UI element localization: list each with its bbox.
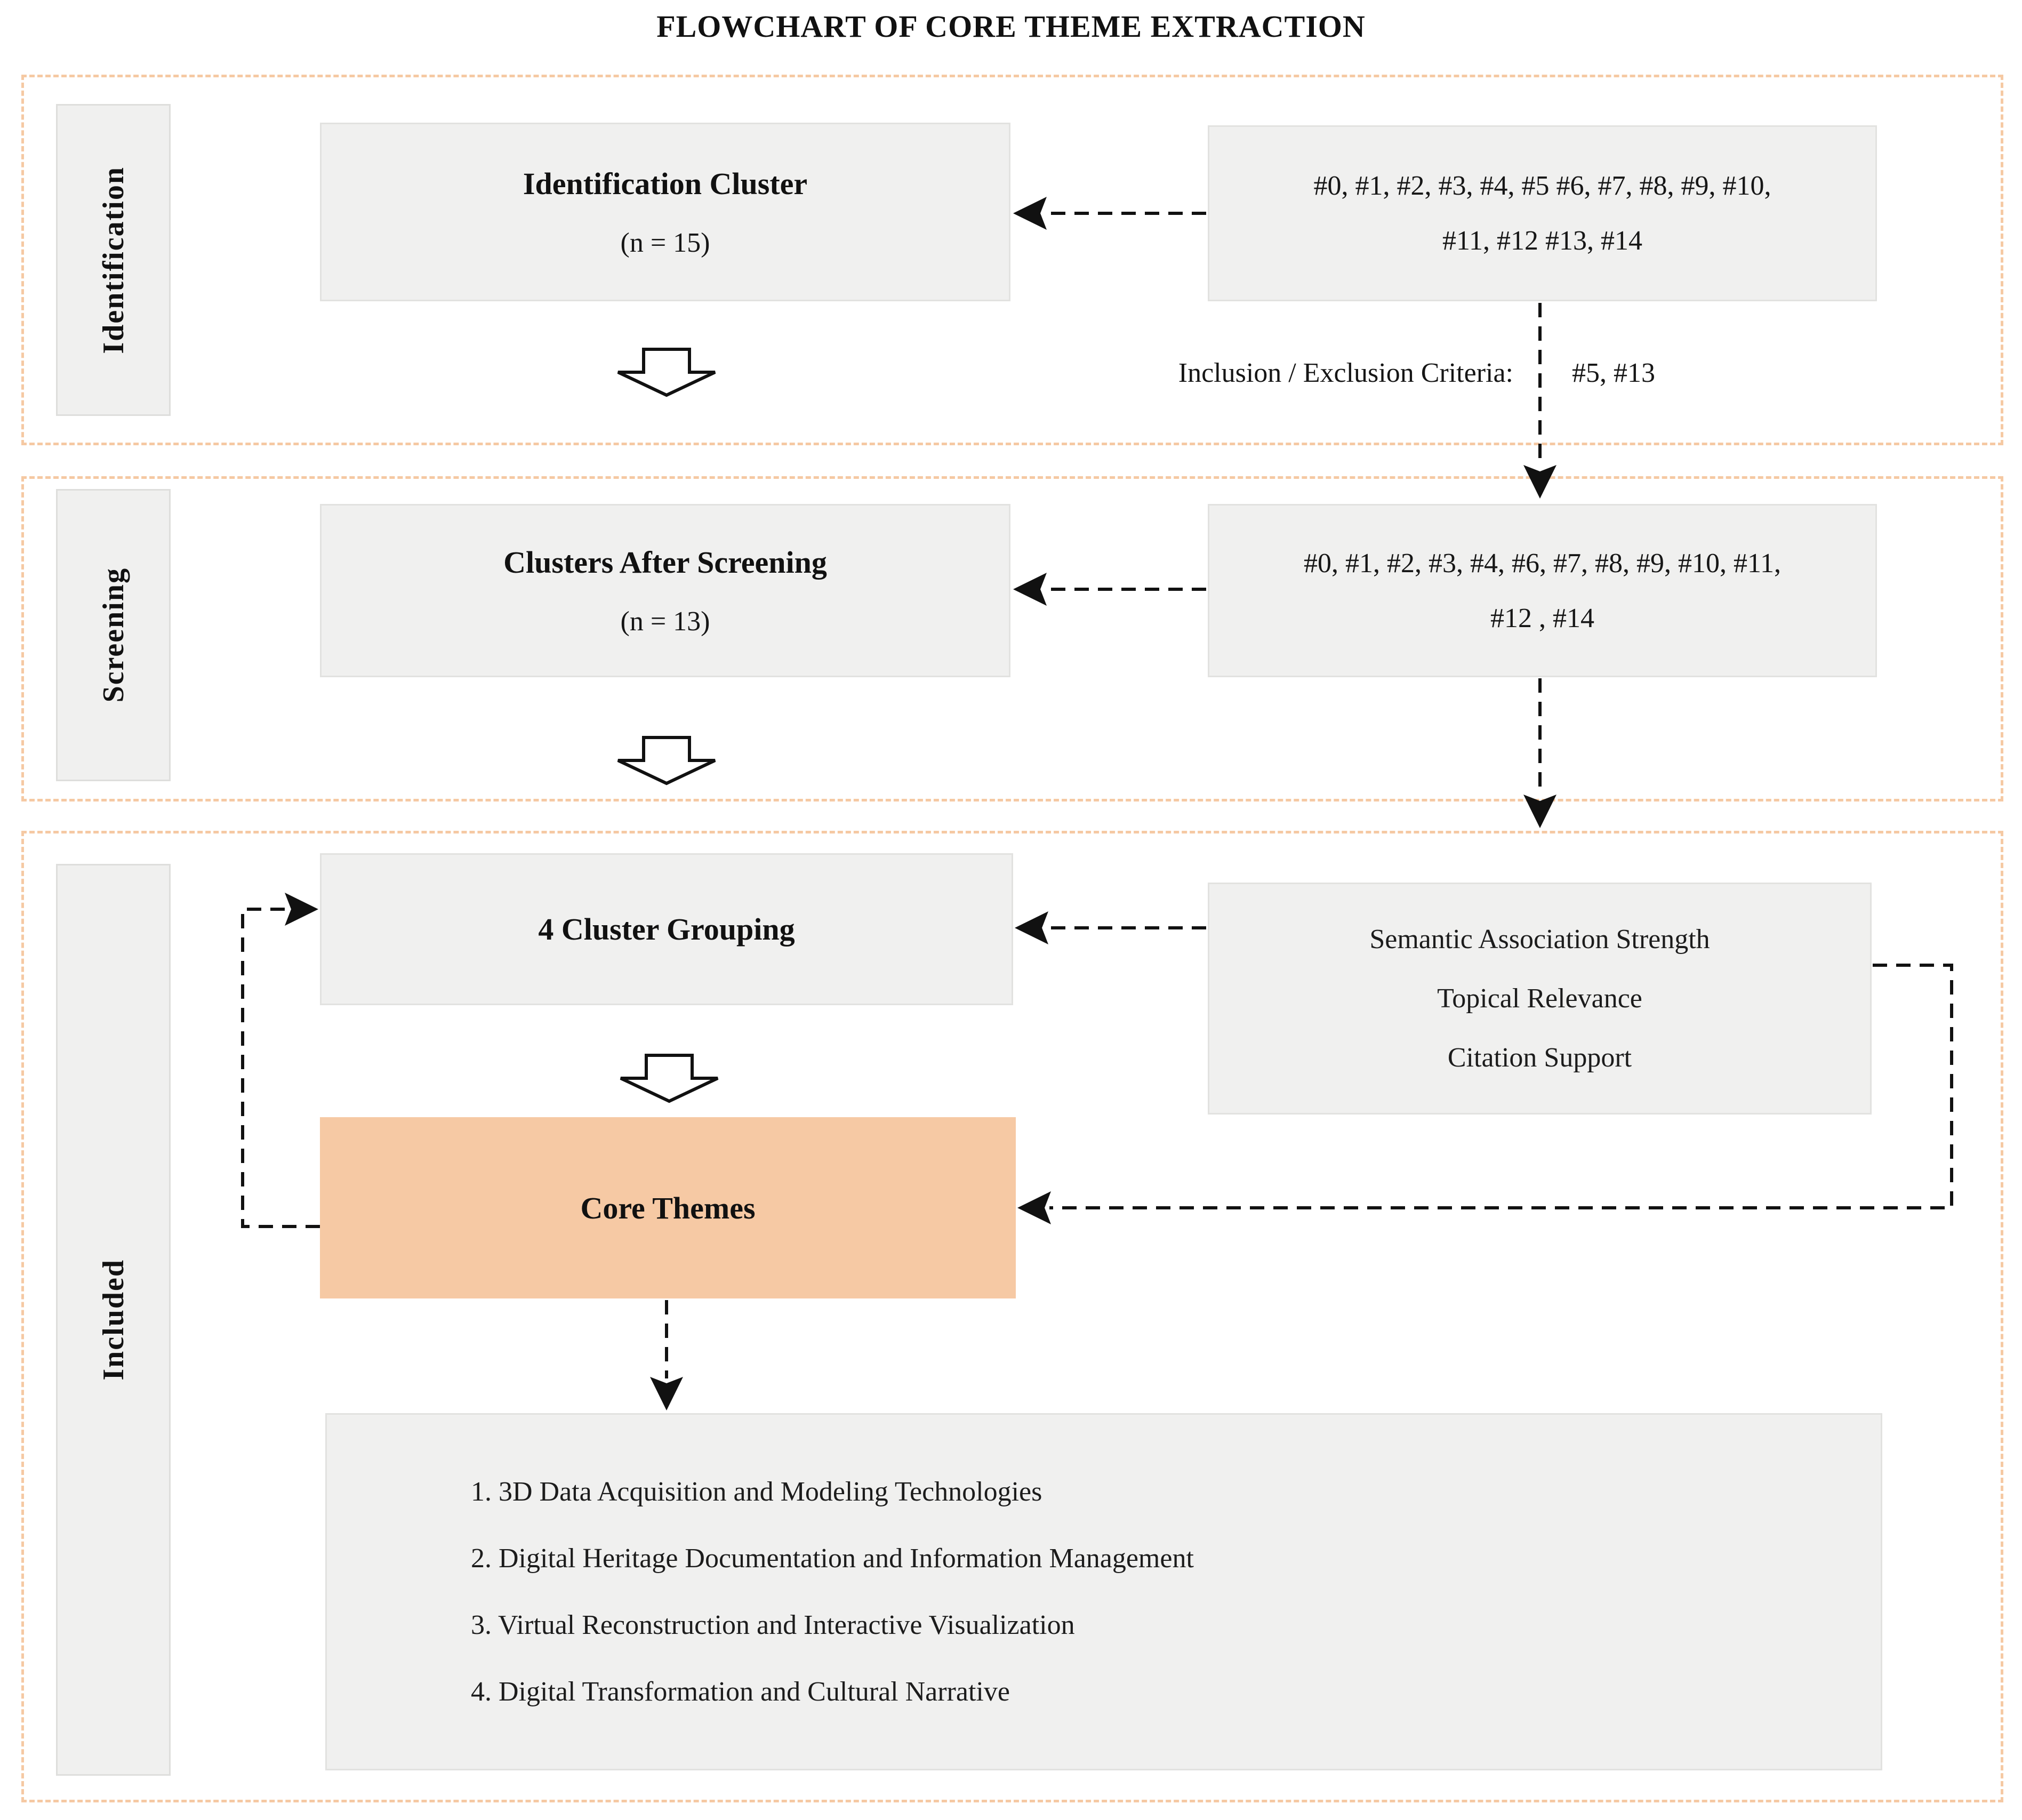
identification-ids-box: #0, #1, #2, #3, #4, #5 #6, #7, #8, #9, #… xyxy=(1208,125,1877,301)
theme-item-4: 4. Digital Transformation and Cultural N… xyxy=(471,1677,1010,1707)
core-themes-box: Core Themes xyxy=(320,1117,1016,1298)
identification-ids-line1: #0, #1, #2, #3, #4, #5 #6, #7, #8, #9, #… xyxy=(1313,171,1771,201)
screening-cluster-title: Clusters After Screening xyxy=(503,544,827,580)
screening-ids-line1: #0, #1, #2, #3, #4, #6, #7, #8, #9, #10,… xyxy=(1303,548,1782,579)
themes-list-box: 1. 3D Data Acquisition and Modeling Tech… xyxy=(325,1413,1882,1770)
section-screening xyxy=(21,476,2003,801)
theme-item-1: 1. 3D Data Acquisition and Modeling Tech… xyxy=(471,1477,1042,1507)
identification-cluster-box: Identification Cluster (n = 15) xyxy=(320,123,1010,301)
section-identification xyxy=(21,75,2003,445)
screening-cluster-count: (n = 13) xyxy=(620,606,710,637)
identification-cluster-title: Identification Cluster xyxy=(523,166,808,201)
sidebar-identification-label: Identification xyxy=(97,166,130,354)
sidebar-included-label: Included xyxy=(97,1259,130,1381)
theme-item-2: 2. Digital Heritage Documentation and In… xyxy=(471,1543,1194,1574)
screening-ids-box: #0, #1, #2, #3, #4, #6, #7, #8, #9, #10,… xyxy=(1208,504,1877,677)
screening-ids-line2: #12 , #14 xyxy=(1490,603,1594,634)
criteria-label: Inclusion / Exclusion Criteria: xyxy=(1178,358,1513,388)
theme-item-3: 3. Virtual Reconstruction and Interactiv… xyxy=(471,1610,1075,1640)
sidebar-included: Included xyxy=(56,864,171,1776)
cluster-grouping-title: 4 Cluster Grouping xyxy=(538,912,795,947)
sidebar-screening-label: Screening xyxy=(97,567,130,703)
cluster-grouping-box: 4 Cluster Grouping xyxy=(320,853,1013,1005)
identification-ids-line2: #11, #12 #13, #14 xyxy=(1442,226,1643,256)
sidebar-identification: Identification xyxy=(56,104,171,416)
screening-cluster-box: Clusters After Screening (n = 13) xyxy=(320,504,1010,677)
page-title: FLOWCHART OF CORE THEME EXTRACTION xyxy=(656,9,1366,44)
semantic-criteria-line1: Semantic Association Strength xyxy=(1369,924,1710,955)
criteria-value: #5, #13 xyxy=(1572,358,1655,388)
semantic-criteria-line3: Citation Support xyxy=(1447,1043,1632,1073)
section-included xyxy=(21,831,2003,1802)
identification-cluster-count: (n = 15) xyxy=(620,227,710,258)
sidebar-screening: Screening xyxy=(56,489,171,781)
core-themes-title: Core Themes xyxy=(580,1190,756,1225)
semantic-criteria-box: Semantic Association Strength Topical Re… xyxy=(1208,883,1872,1115)
semantic-criteria-line2: Topical Relevance xyxy=(1437,983,1642,1014)
